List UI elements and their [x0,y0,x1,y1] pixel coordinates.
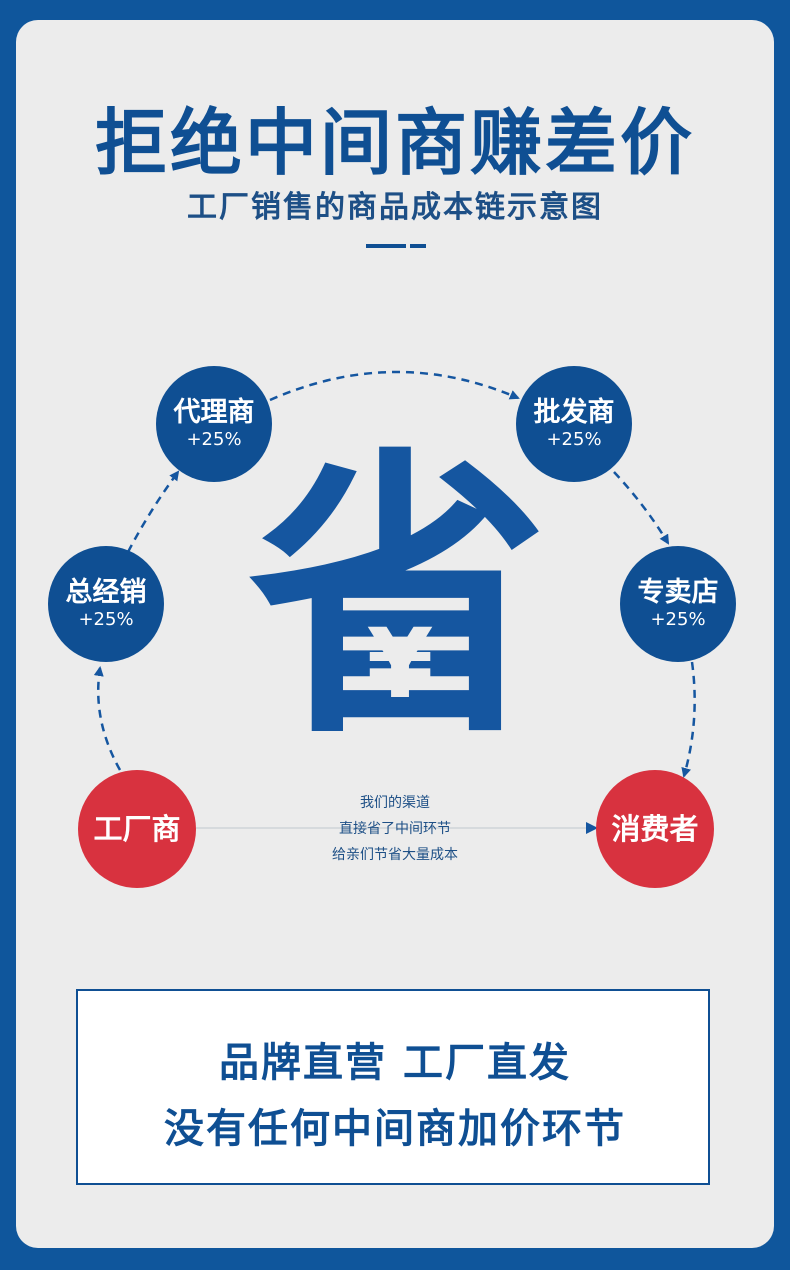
save-character: 省 [248,425,548,774]
note-line-3: 给亲们节省大量成本 [332,847,458,863]
page-subtitle: 工厂销售的商品成本链示意图 [187,190,603,225]
slogan-line-2: 没有任何中间商加价环节 [164,1106,626,1152]
title-divider [366,244,406,248]
page-title: 拒绝中间商赚差价 [94,101,695,185]
node-distributor-markup: +25% [78,609,134,630]
arrow-factory-to-distributor [93,666,122,771]
slogan-line-1: 品牌直营 工厂直发 [219,1040,571,1086]
slogan-box [76,989,710,1185]
node-store-markup: +25% [650,609,706,630]
node-consumer: 消费者 [596,770,714,888]
node-distributor-label: 总经销 [65,577,147,608]
arrow-store-to-consumer [681,661,696,778]
node-consumer-label: 消费者 [611,812,699,846]
node-store: 专卖店 +25% [620,546,736,662]
node-wholesaler: 批发商 +25% [516,366,632,482]
node-wholesaler-label: 批发商 [533,397,615,428]
arrow-wholesaler-to-store [613,471,670,545]
note-line-2: 直接省了中间环节 [339,821,451,837]
node-agent-label: 代理商 [173,397,255,428]
node-store-label: 专卖店 [637,577,719,608]
title-divider-short [410,244,426,248]
flow-arrows [93,370,696,834]
yen-icon: ¥ [366,608,434,720]
node-factory-label: 工厂商 [93,812,181,846]
arrow-distributor-to-agent [126,470,180,553]
note-line-1: 我们的渠道 [360,795,430,811]
node-distributor: 总经销 +25% [48,546,164,662]
arrow-agent-to-wholesaler [269,370,520,402]
node-wholesaler-markup: +25% [546,429,602,450]
node-agent-markup: +25% [186,429,242,450]
node-factory: 工厂商 [78,770,196,888]
node-agent: 代理商 +25% [156,366,272,482]
